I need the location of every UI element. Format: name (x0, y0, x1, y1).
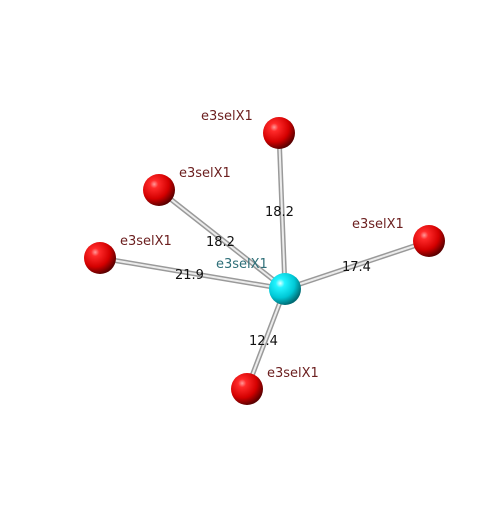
distance-label-3: 21.9 (175, 268, 204, 283)
bond-3 (97, 255, 288, 292)
bond-4 (282, 238, 432, 292)
ligand-label-1: e3selX1 (201, 109, 253, 124)
distance-label-4: 17.4 (342, 260, 371, 275)
bond-2 (156, 187, 288, 292)
distance-label-5: 12.4 (249, 334, 278, 349)
bond-1 (276, 130, 288, 292)
center-label: e3selX1 (216, 257, 268, 272)
ligand-label-5: e3selX1 (267, 366, 319, 381)
center-atom[interactable] (269, 273, 301, 305)
ligand-label-3: e3selX1 (120, 234, 172, 249)
distance-label-2: 18.2 (206, 235, 235, 250)
ligand-atom-4[interactable] (413, 225, 445, 257)
bond-5 (244, 286, 288, 392)
ligand-atom-5[interactable] (231, 373, 263, 405)
ligand-label-4: e3selX1 (352, 217, 404, 232)
ligand-atoms (84, 117, 445, 405)
ligand-atom-2[interactable] (143, 174, 175, 206)
distance-labels: 18.2 18.2 21.9 17.4 12.4 (175, 205, 371, 349)
atom-labels: e3selX1 e3selX1 e3selX1 e3selX1 e3selX1 … (120, 109, 404, 381)
ligand-label-2: e3selX1 (179, 166, 231, 181)
distance-label-1: 18.2 (265, 205, 294, 220)
ligand-atom-3[interactable] (84, 242, 116, 274)
ligand-atom-1[interactable] (263, 117, 295, 149)
bonds (97, 130, 432, 392)
